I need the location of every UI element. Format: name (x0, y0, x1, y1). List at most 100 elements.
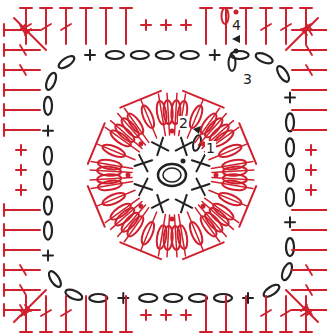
stitch-stroke (300, 7, 312, 9)
chain-oval (286, 238, 294, 256)
stitch-stroke (152, 195, 168, 213)
single-crochet-plus (210, 50, 220, 60)
chain-oval (156, 51, 174, 59)
chain-oval (44, 71, 58, 91)
stitch-stroke (4, 129, 40, 131)
stitch-stroke (135, 155, 153, 171)
stitch-stroke (260, 7, 272, 9)
stitch-stroke (60, 331, 72, 333)
cluster-petal (82, 155, 153, 241)
stitch-stroke (185, 20, 187, 30)
stitch-stroke (165, 310, 167, 320)
slip-stitch-dot (234, 49, 239, 54)
stitch-stroke (100, 7, 112, 9)
stitch-stroke (16, 189, 26, 191)
chain-oval (44, 172, 52, 190)
stitch-stroke (152, 195, 168, 213)
stitch-stroke (120, 7, 132, 9)
cluster-petal (107, 85, 193, 156)
stitch-stroke (4, 89, 40, 91)
chain-oval (229, 55, 236, 71)
stitch-stroke (3, 84, 5, 96)
cluster-oval (171, 226, 181, 251)
stitch-stroke (261, 310, 271, 316)
chain-oval (106, 51, 124, 59)
stitch-stroke (3, 224, 5, 236)
chain-oval (44, 97, 52, 115)
single-crochet-x (135, 155, 153, 171)
stitch-stroke (60, 7, 72, 9)
stitch-stroke (125, 296, 127, 332)
stitch-stroke (225, 8, 227, 44)
slip-stitch-dot (234, 10, 239, 15)
stitch-stroke (14, 18, 46, 50)
stitch-stroke (88, 123, 105, 164)
chain-oval (47, 269, 64, 288)
start-marker (193, 126, 201, 134)
stitch-stroke (280, 331, 292, 333)
slip-stitch-dot (181, 159, 186, 164)
slip-stitch-dot (126, 173, 131, 178)
slip-stitch-dot (137, 140, 144, 147)
stitch-stroke (240, 7, 252, 9)
chain-oval (254, 51, 274, 65)
slip-stitch-dot (170, 217, 175, 222)
stitch-stroke (3, 124, 5, 136)
stitch-stroke (20, 285, 26, 295)
stitch-stroke (247, 293, 249, 303)
stitch-stroke (61, 24, 71, 30)
round-number: 3 (242, 72, 253, 86)
stitch-stroke (20, 265, 26, 275)
stitch-stroke (152, 138, 168, 156)
cluster-petal (152, 194, 238, 265)
stitch-stroke (183, 91, 224, 108)
stitch-stroke (192, 179, 210, 195)
stitch-stroke (3, 104, 5, 116)
cluster-oval (217, 142, 243, 159)
dot (214, 173, 219, 178)
stitch-stroke (3, 44, 5, 56)
cluster-oval (187, 220, 204, 246)
single-crochet-plus (243, 293, 253, 303)
cluster-oval (97, 174, 122, 184)
chain-oval (57, 54, 76, 71)
single-crochet-plus (85, 50, 95, 60)
stitch-stroke (245, 8, 247, 44)
stitch-stroke (200, 7, 212, 9)
stitch-stroke (289, 217, 291, 227)
stitch-stroke (306, 25, 312, 35)
single-crochet-x (176, 138, 192, 156)
cluster-oval (207, 205, 231, 228)
stitch-stroke (289, 93, 291, 103)
chain-oval (275, 64, 292, 83)
stitch-stroke (14, 290, 46, 322)
stitch-stroke (20, 45, 26, 55)
stitch-stroke (120, 242, 161, 259)
chain-oval (286, 138, 294, 156)
stitch-stroke (306, 265, 312, 275)
stitch-stroke (3, 264, 5, 276)
cluster-oval (119, 210, 142, 234)
stitch-stroke (240, 331, 252, 333)
chain-oval (222, 8, 229, 24)
stitch-stroke (292, 209, 327, 211)
cluster-oval (97, 158, 122, 171)
stitch-stroke (306, 285, 312, 295)
stitch-stroke (300, 331, 312, 333)
single-crochet-x (135, 179, 153, 195)
single-crochet-x (152, 138, 168, 156)
chain-oval (214, 294, 232, 302)
stitch-stroke (176, 138, 192, 156)
cluster-petal (152, 85, 238, 156)
stitch-stroke (281, 24, 291, 30)
dot (126, 173, 131, 178)
stitch-stroke (80, 7, 92, 9)
stitch-stroke (120, 91, 161, 108)
cluster-oval (223, 166, 248, 176)
stitch-stroke (200, 331, 212, 333)
stitch-stroke (185, 310, 187, 320)
stitch-stroke (16, 149, 26, 151)
stitch-stroke (205, 296, 207, 332)
stitch-stroke (20, 331, 32, 333)
stitch-stroke (16, 169, 26, 171)
